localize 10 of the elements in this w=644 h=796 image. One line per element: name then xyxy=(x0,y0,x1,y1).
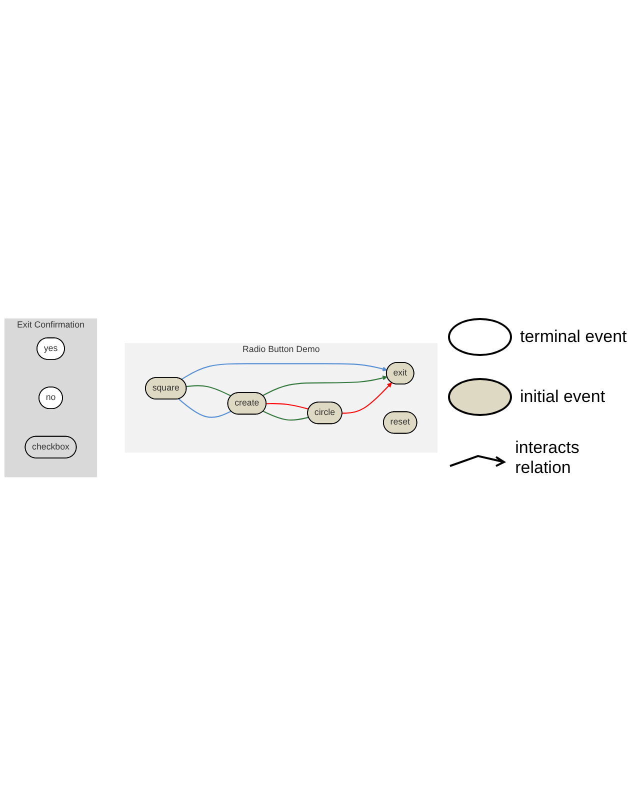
arrow xyxy=(262,376,388,396)
connector xyxy=(186,385,232,397)
legend-text: terminal event xyxy=(520,327,627,347)
connector xyxy=(262,410,309,421)
arrow xyxy=(181,363,388,380)
arrow xyxy=(342,382,392,414)
legend-text: initial event xyxy=(520,387,606,407)
connector xyxy=(178,398,232,418)
connector xyxy=(266,403,309,410)
legend-text: interacts relation xyxy=(515,438,580,478)
